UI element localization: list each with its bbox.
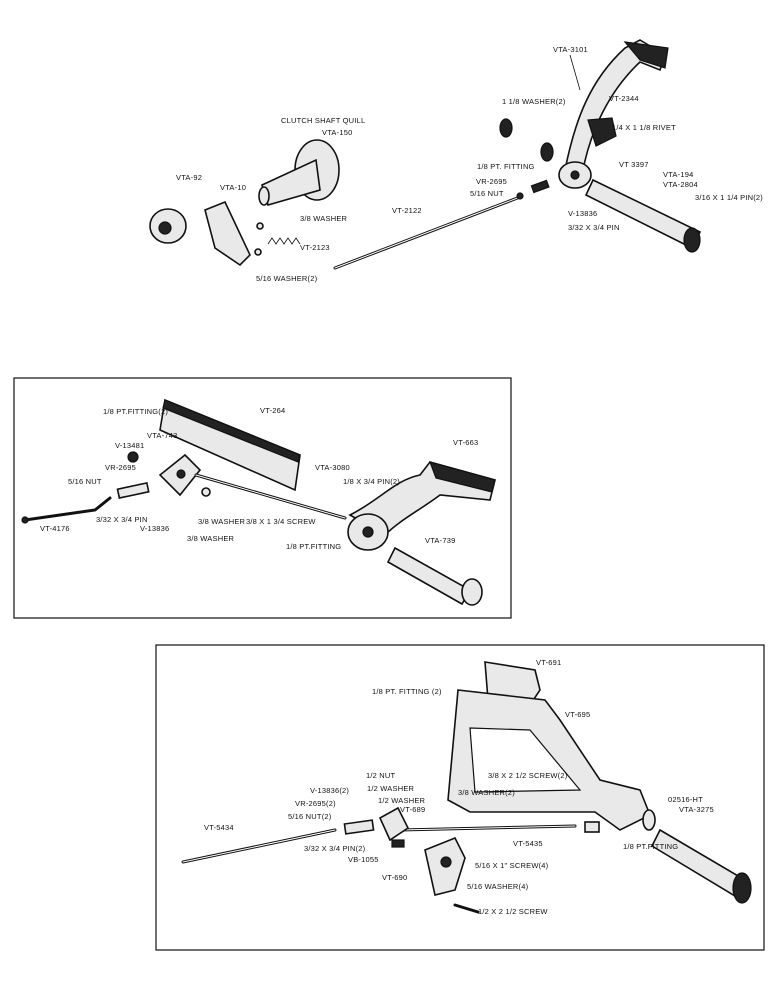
label-vt689: VT-689 <box>400 805 425 814</box>
pin-vr2695 <box>116 482 150 499</box>
label-v13836: V-13836 <box>140 524 169 533</box>
label-vta3101: VTA-3101 <box>553 45 588 54</box>
panel-brake-pedal: VT-691 1/8 PT. FITTING (2) VT-695 3/8 X … <box>155 644 765 951</box>
label-washer-5-16: 5/16 WASHER(2) <box>256 274 318 283</box>
panel-throttle-linkage: 1/8 PT.FITTING(2) VT-264 VTA-743 V-13481… <box>13 377 512 619</box>
label-screw-1-2: 1/2 X 2 1/2 SCREW <box>478 907 548 916</box>
pin-5435 <box>584 821 600 833</box>
label-vta194: VTA-194 <box>663 170 693 179</box>
label-pt-fitting: 1/8 PT.FITTING <box>623 842 678 851</box>
label-vta92: VTA-92 <box>176 173 202 182</box>
label-nut: 5/16 NUT <box>68 477 102 486</box>
label-vta150: VTA-150 <box>322 128 352 137</box>
bracket-vt689 <box>378 806 410 842</box>
label-pt-fitting2: 1/8 PT. FITTING (2) <box>372 687 442 696</box>
nut-5-16 <box>516 192 524 200</box>
label-v13481: V-13481 <box>115 441 144 450</box>
label-vta739: VTA-739 <box>425 536 455 545</box>
label-washer-1-2a: 1/2 WASHER <box>367 784 415 793</box>
label-vr2695: VR-2695(2) <box>295 799 336 808</box>
label-screw-3-8x2: 3/8 X 2 1/2 SCREW(2) <box>488 771 568 780</box>
label-pt-fitting: 1/8 PT.FITTING <box>286 542 341 551</box>
pin-vr2695 <box>343 819 375 835</box>
label-nut-5-16: 5/16 NUT(2) <box>288 812 332 821</box>
label-washer-3-8: 3/8 WASHER(2) <box>458 788 515 797</box>
label-vt2123: VT-2123 <box>300 243 330 252</box>
label-rivet: 1/4 X 1 1/8 RIVET <box>612 123 676 132</box>
label-o2516: 02516-HT <box>668 795 703 804</box>
label-vt4176: VT-4176 <box>40 524 70 533</box>
label-pt-fitting2: 1/8 PT.FITTING(2) <box>103 407 168 416</box>
plate-vt2344 <box>587 117 617 147</box>
label-pin-1-8: 1/8 X 3/4 PIN(2) <box>343 477 400 486</box>
pin-vr2695 <box>530 179 550 194</box>
label-vt690: VT-690 <box>382 873 407 882</box>
spring-vt2123 <box>267 237 301 245</box>
clip-vb1055 <box>391 839 405 848</box>
label-vt3397: VT 3397 <box>619 160 649 169</box>
label-nut-1-2: 1/2 NUT <box>366 771 396 780</box>
label-pin: 3/32 X 3/4 PIN(2) <box>304 844 366 853</box>
label-clutch-shaft-quill: CLUTCH SHAFT QUILL <box>281 116 365 125</box>
label-vt2122: VT-2122 <box>392 206 422 215</box>
washer-5-16 <box>254 248 262 256</box>
label-vt695: VT-695 <box>565 710 590 719</box>
label-vr2695: VR-2695 <box>105 463 136 472</box>
shaft-vta3275 <box>650 828 747 898</box>
shaft-flange <box>732 872 752 904</box>
label-vta743: VTA-743 <box>147 431 177 440</box>
panel3-frame <box>155 644 765 951</box>
label-nut: 5/16 NUT <box>470 189 504 198</box>
washer-1-1-8-b <box>540 142 554 162</box>
label-screw-5-16: 5/16 X 1" SCREW(4) <box>475 861 549 870</box>
label-vt2344: VT-2344 <box>609 94 639 103</box>
label-v13836: V-13836 <box>568 209 597 218</box>
label-vt5435: VT-5435 <box>513 839 543 848</box>
label-screw: 3/8 X 1 3/4 SCREW <box>246 517 316 526</box>
shaft-vta739 <box>386 546 472 606</box>
panel-clutch-pedal: VTA-3101 1 1/8 WASHER(2) VT-2344 1/4 X 1… <box>149 39 763 283</box>
shaft-vta194 <box>584 178 702 250</box>
washer <box>201 487 211 497</box>
label-vta3275: VTA-3275 <box>679 805 714 814</box>
label-vt5434: VT-5434 <box>204 823 234 832</box>
shaft-flange <box>461 578 483 606</box>
label-pt-fitting: 1/8 PT. FITTING <box>477 162 535 171</box>
label-vta3080: VTA-3080 <box>315 463 350 472</box>
fork-vta10 <box>204 200 251 267</box>
washer-1-1-8-a <box>499 118 513 138</box>
label-pin-3-32: 3/32 X 3/4 PIN <box>96 515 148 524</box>
shaft-end-cap <box>683 227 701 253</box>
washer-02516 <box>642 809 656 831</box>
pedal-pad <box>623 41 669 69</box>
label-washer-3-8: 3/8 WASHER <box>198 517 246 526</box>
quill-tube-end <box>258 186 270 206</box>
label-vb1055: VB-1055 <box>348 855 379 864</box>
label-washer-5-16: 5/16 WASHER(4) <box>467 882 529 891</box>
frame-opening <box>469 727 582 793</box>
label-vta10: VTA-10 <box>220 183 246 192</box>
bearing-bore <box>158 221 172 235</box>
label-pin-3-16: 3/16 X 1 1/4 PIN(2) <box>695 193 763 202</box>
label-washer-1-2b: 1/2 WASHER <box>378 796 426 805</box>
label-washer-3-8b: 3/8 WASHER <box>187 534 235 543</box>
pedal-hub-bore <box>570 170 580 180</box>
washer-3-8 <box>256 222 264 230</box>
label-vt663: VT-663 <box>453 438 478 447</box>
label-v13836: V-13836(2) <box>310 786 349 795</box>
label-vt691: VT-691 <box>536 658 561 667</box>
label-washer-3-8: 3/8 WASHER <box>300 214 348 223</box>
nut-v13481 <box>127 451 139 463</box>
label-vt264: VT-264 <box>260 406 285 415</box>
rod-vt4176 <box>23 496 112 522</box>
label-vr2695: VR-2695 <box>476 177 507 186</box>
label-pin-3-32: 3/32 X 3/4 PIN <box>568 223 620 232</box>
label-washer-1-1-8: 1 1/8 WASHER(2) <box>502 97 566 106</box>
label-vta2804: VTA-2804 <box>663 180 698 189</box>
panel2-frame <box>13 377 512 619</box>
